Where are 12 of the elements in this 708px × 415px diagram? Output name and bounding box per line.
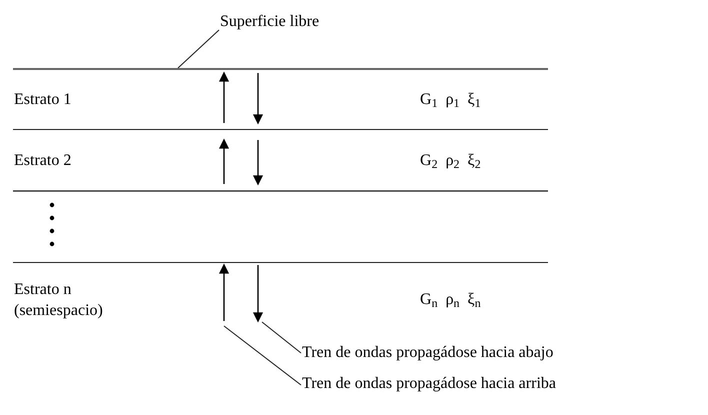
leader-line: [178, 30, 220, 68]
soil-properties: G$_{2}$ ρ$_{2}$ ξ$_{2}$: [420, 150, 481, 172]
soil-properties: G$_{1}$ ρ$_{1}$ ξ$_{1}$: [420, 90, 481, 112]
stratum-label: Estrato 2: [14, 151, 72, 171]
leader-line: [262, 322, 302, 354]
annotation-text: Tren de ondas propagádose hacia arriba: [302, 372, 556, 396]
leader-line: [224, 326, 302, 386]
annotation-text: Tren de ondas propagádose hacia abajo: [302, 341, 554, 365]
stratum-label: Estrato 1: [14, 90, 72, 110]
annotation-text: Superficie libre: [220, 10, 320, 34]
soil-properties: G$_{n}$ ρ$_{n}$ ξ$_{n}$: [420, 290, 481, 312]
stratum-label: Estrato n (semiespacio): [14, 280, 104, 320]
